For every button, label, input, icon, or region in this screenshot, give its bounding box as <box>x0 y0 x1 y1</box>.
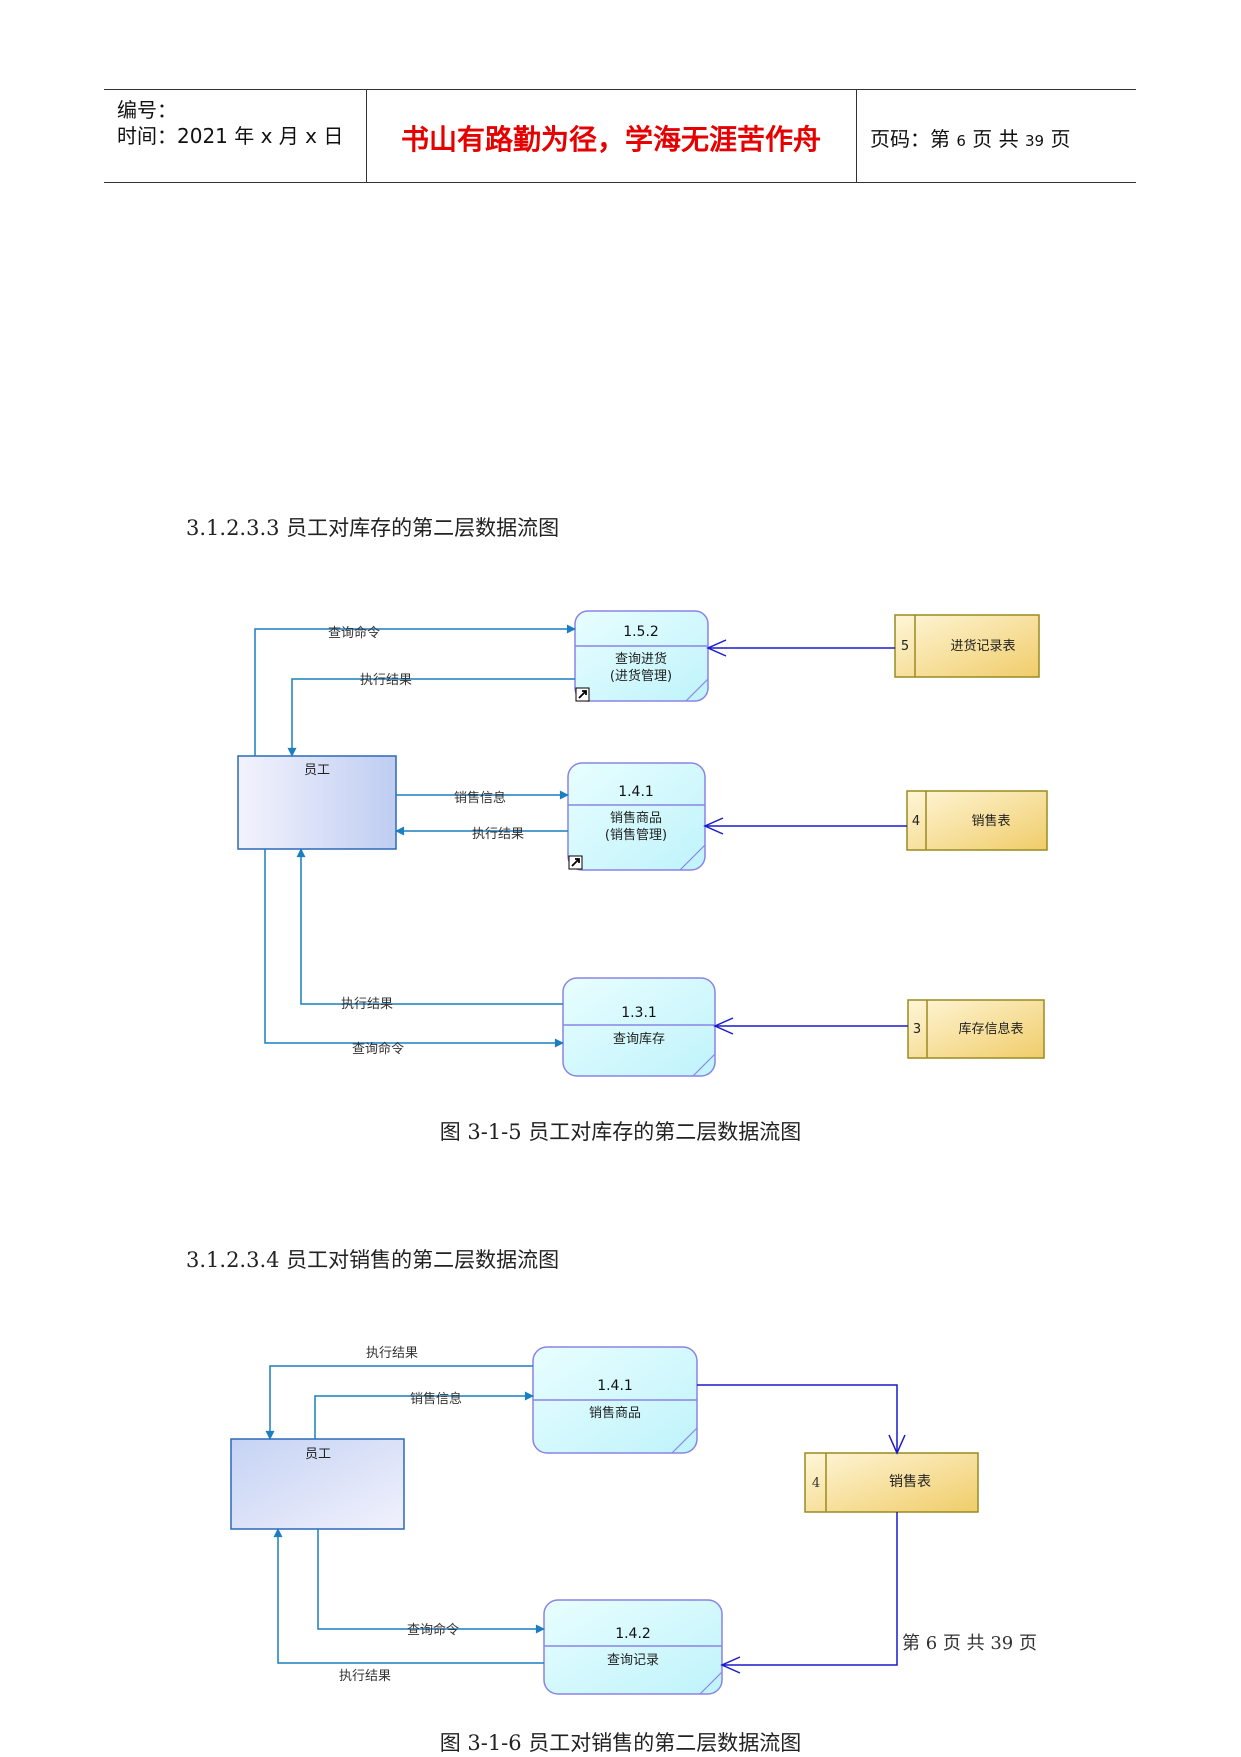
flow-label: 查询命令 <box>328 625 380 641</box>
flow-label: 执行结果 <box>341 997 393 1012</box>
flow-label: 执行结果 <box>339 1669 391 1684</box>
arrowhead <box>706 639 727 657</box>
flow-label: 查询命令 <box>352 1041 404 1057</box>
flow-label: 销售信息 <box>454 790 506 806</box>
store-number: 4 <box>912 814 920 829</box>
shortcut-icon <box>568 855 583 870</box>
section-heading-inventory: 3.1.2.3.3 员工对库存的第二层数据流图 <box>186 516 560 540</box>
store-number: 4 <box>812 1476 820 1491</box>
flow-result-top <box>287 678 575 757</box>
process-name: 查询进货 <box>615 651 667 667</box>
flow-result-top <box>265 1365 533 1440</box>
flow-result-bottom <box>273 1528 544 1664</box>
flow-query-command-low <box>264 849 564 1048</box>
page-total: 39 <box>1024 132 1045 150</box>
entity-employee: 员工 <box>230 1438 405 1530</box>
arrowhead <box>713 1017 734 1035</box>
flow-store-to-1-4-2 <box>722 1512 898 1666</box>
flow-query-command-top <box>254 624 576 756</box>
process-subname: (进货管理) <box>610 668 672 684</box>
flow-label: 执行结果 <box>360 673 412 688</box>
arrowhead <box>720 1656 741 1674</box>
entity-label: 员工 <box>305 1447 331 1462</box>
flow-label: 销售信息 <box>410 1391 462 1407</box>
store-name: 进货记录表 <box>950 638 1015 654</box>
flow-query-command <box>317 1529 545 1634</box>
store-3: 3 库存信息表 <box>907 999 1045 1059</box>
flow-label: 执行结果 <box>366 1346 418 1361</box>
page-header: 编号： 时间：2021 年 x 月 x 日 书山有路勤为径，学海无涯苦作舟 页码… <box>104 89 1136 183</box>
shortcut-icon <box>575 687 590 702</box>
arrowhead <box>888 1434 906 1455</box>
store-name: 库存信息表 <box>958 1021 1023 1037</box>
page-prefix: 页码：第 <box>870 127 950 151</box>
process-id: 1.4.1 <box>597 1378 633 1394</box>
section-heading-sales: 3.1.2.3.4 员工对销售的第二层数据流图 <box>186 1248 560 1272</box>
process-1-3-1: 1.3.1 查询库存 <box>562 977 716 1077</box>
header-page-cell: 页码：第 6 页 共 39 页 <box>856 90 1136 182</box>
process-subname: (销售管理) <box>605 827 667 843</box>
process-1-4-1: 1.4.1 销售商品 (销售管理) <box>567 762 706 871</box>
store-number: 5 <box>901 639 909 654</box>
store-name: 销售表 <box>889 1474 931 1490</box>
dfd-sales: 员工 1.4.1 销售商品 1.4.2 查询记录 4 销售表 执行结果 销售信 <box>230 1346 979 1695</box>
figure-caption-inventory: 图 3-1-5 员工对库存的第二层数据流图 <box>439 1120 802 1144</box>
figure-caption-sales: 图 3-1-6 员工对销售的第二层数据流图 <box>439 1731 802 1755</box>
page-suffix: 页 <box>1050 127 1071 151</box>
process-name: 销售商品 <box>589 1405 641 1421</box>
store-5: 5 进货记录表 <box>894 614 1040 678</box>
process-1-4-1: 1.4.1 销售商品 <box>532 1346 698 1454</box>
document-time: 时间：2021 年 x 月 x 日 <box>117 124 344 148</box>
process-id: 1.4.1 <box>618 784 654 800</box>
process-1-4-2: 1.4.2 查询记录 <box>543 1599 723 1695</box>
flow-label: 查询命令 <box>407 1622 459 1638</box>
process-id: 1.4.2 <box>615 1626 651 1642</box>
flow-sales-info <box>314 1391 534 1439</box>
document-number: 编号： <box>117 98 177 122</box>
header-motto-cell: 书山有路勤为径，学海无涯苦作舟 <box>366 90 857 182</box>
page-footer: 第 6 页 共 39 页 <box>902 1633 1037 1654</box>
store-number: 3 <box>913 1022 921 1037</box>
process-name: 查询记录 <box>607 1653 659 1668</box>
dfd-inventory: 员工 1.5.2 查询进货 (进货管理) 1.4.1 销售商品 (销售管理) 1… <box>237 610 1048 1077</box>
motto: 书山有路勤为径，学海无涯苦作舟 <box>400 123 821 156</box>
process-id: 1.3.1 <box>621 1005 657 1021</box>
store-4: 4 销售表 <box>906 790 1048 851</box>
entity-employee: 员工 <box>237 755 397 850</box>
flow-result-low <box>296 848 563 1005</box>
header-info-cell: 编号： 时间：2021 年 x 月 x 日 <box>104 90 367 182</box>
store-4: 4 销售表 <box>804 1452 979 1513</box>
process-name: 销售商品 <box>610 810 662 826</box>
process-name: 查询库存 <box>613 1031 665 1047</box>
entity-label: 员工 <box>304 763 330 778</box>
process-id: 1.5.2 <box>623 624 659 640</box>
page-mid: 页 共 <box>972 127 1019 151</box>
arrowhead <box>703 817 724 835</box>
process-1-5-2: 1.5.2 查询进货 (进货管理) <box>574 610 709 702</box>
flow-label: 执行结果 <box>472 827 524 842</box>
page-current: 6 <box>956 132 966 150</box>
page-indicator: 页码：第 6 页 共 39 页 <box>870 123 1070 152</box>
flow-1-4-1-to-store <box>697 1384 898 1453</box>
store-name: 销售表 <box>971 813 1010 829</box>
